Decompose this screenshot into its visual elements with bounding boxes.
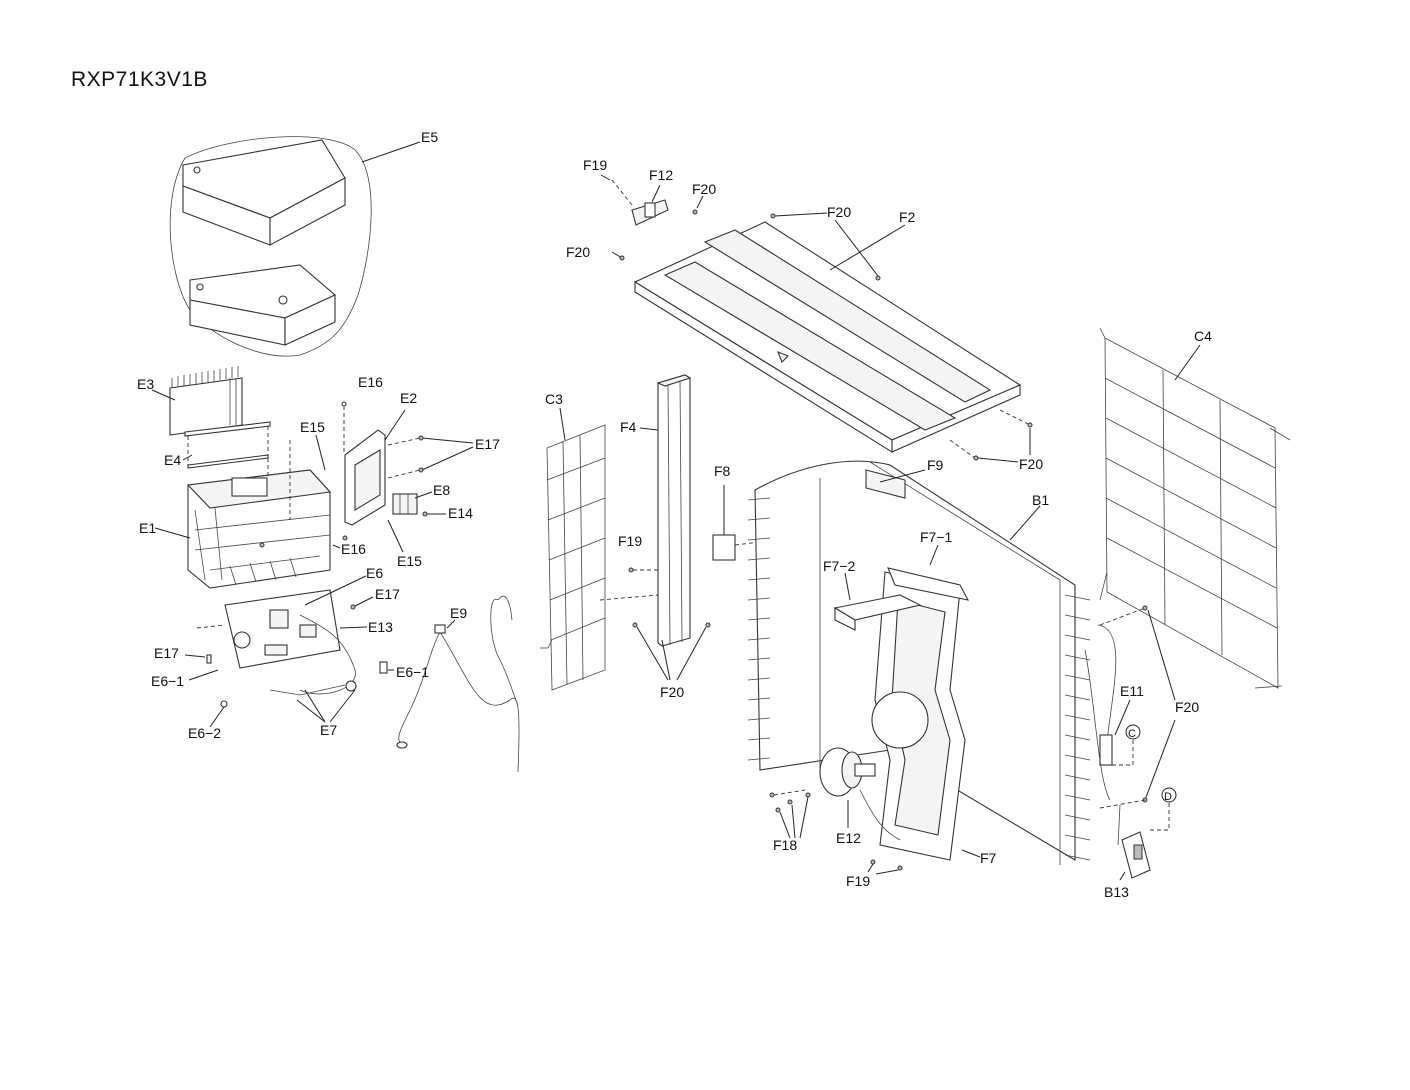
part-f12-handle bbox=[631, 199, 669, 226]
label-e1: E1 bbox=[139, 520, 156, 536]
label-e13: E13 bbox=[368, 619, 393, 635]
label-c4: C4 bbox=[1194, 328, 1212, 344]
part-e11-pipe-assembly bbox=[1084, 624, 1121, 846]
part-f2-top-plate bbox=[633, 221, 1022, 453]
label-mark-d: D bbox=[1164, 791, 1172, 803]
label-e7: E7 bbox=[320, 722, 337, 738]
label-e15-bottom: E15 bbox=[397, 553, 422, 569]
label-mark-c: C bbox=[1128, 728, 1136, 740]
label-f19-top: F19 bbox=[583, 157, 607, 173]
label-f20-far-right: F20 bbox=[1175, 699, 1199, 715]
label-e6-1-left: E6−1 bbox=[151, 673, 184, 689]
label-b1: B1 bbox=[1032, 492, 1049, 508]
label-e6: E6 bbox=[366, 565, 383, 581]
label-e2: E2 bbox=[400, 390, 417, 406]
label-f18: F18 bbox=[773, 837, 797, 853]
label-f20-left: F20 bbox=[566, 244, 590, 260]
label-f19-bottom: F19 bbox=[846, 873, 870, 889]
part-e8-terminal-block bbox=[392, 493, 428, 517]
label-e6-1-right: E6−1 bbox=[396, 664, 429, 680]
label-e17-mid: E17 bbox=[375, 586, 400, 602]
label-e14: E14 bbox=[448, 505, 473, 521]
label-f8: F8 bbox=[714, 463, 731, 479]
part-e5-insulation-covers bbox=[169, 136, 372, 357]
label-e17-left: E17 bbox=[154, 645, 179, 661]
label-f19-mid: F19 bbox=[618, 533, 642, 549]
label-e5: E5 bbox=[421, 129, 438, 145]
label-f7-1: F7−1 bbox=[920, 529, 953, 545]
label-e3: E3 bbox=[137, 376, 154, 392]
part-f4-front-column bbox=[656, 374, 692, 647]
page-title: RXP71K3V1B bbox=[71, 68, 208, 91]
label-e15-top: E15 bbox=[300, 419, 325, 435]
part-e2-reactor-bracket bbox=[341, 401, 386, 526]
label-f7: F7 bbox=[980, 850, 997, 866]
label-f20-right: F20 bbox=[1019, 456, 1043, 472]
label-e17-right: E17 bbox=[475, 436, 500, 452]
label-f20-top-a: F20 bbox=[692, 181, 716, 197]
label-e9: E9 bbox=[450, 605, 467, 621]
label-b13: B13 bbox=[1104, 884, 1129, 900]
part-e4-insulation-sheet bbox=[184, 421, 271, 437]
label-c3: C3 bbox=[545, 391, 563, 407]
part-c3-side-grille bbox=[540, 424, 606, 691]
part-e3-heat-sink bbox=[169, 366, 243, 436]
label-e16-bottom: E16 bbox=[341, 541, 366, 557]
part-e9-thermistor-cable bbox=[396, 595, 520, 773]
label-e11: E11 bbox=[1120, 683, 1144, 699]
part-e1-switch-box bbox=[186, 458, 332, 589]
label-f20-bottom: F20 bbox=[660, 684, 684, 700]
label-e8: E8 bbox=[433, 482, 450, 498]
label-f2: F2 bbox=[899, 209, 916, 225]
part-e12-fan-motor bbox=[819, 747, 901, 841]
part-c4-rear-grille bbox=[1099, 327, 1291, 689]
part-f8-label bbox=[712, 534, 736, 561]
part-f7-fan-support bbox=[871, 567, 970, 861]
label-e16-top: E16 bbox=[358, 374, 383, 390]
label-e12: E12 bbox=[836, 830, 861, 846]
label-f4: F4 bbox=[620, 419, 637, 435]
label-e6-2: E6−2 bbox=[188, 725, 221, 741]
label-f20-top-b: F20 bbox=[827, 204, 851, 220]
label-f9: F9 bbox=[927, 457, 944, 473]
label-e4: E4 bbox=[164, 452, 181, 468]
part-b13-bracket bbox=[1121, 831, 1151, 879]
part-e6-pcb bbox=[224, 589, 357, 696]
label-f12: F12 bbox=[649, 167, 673, 183]
label-f7-2: F7−2 bbox=[823, 558, 856, 574]
